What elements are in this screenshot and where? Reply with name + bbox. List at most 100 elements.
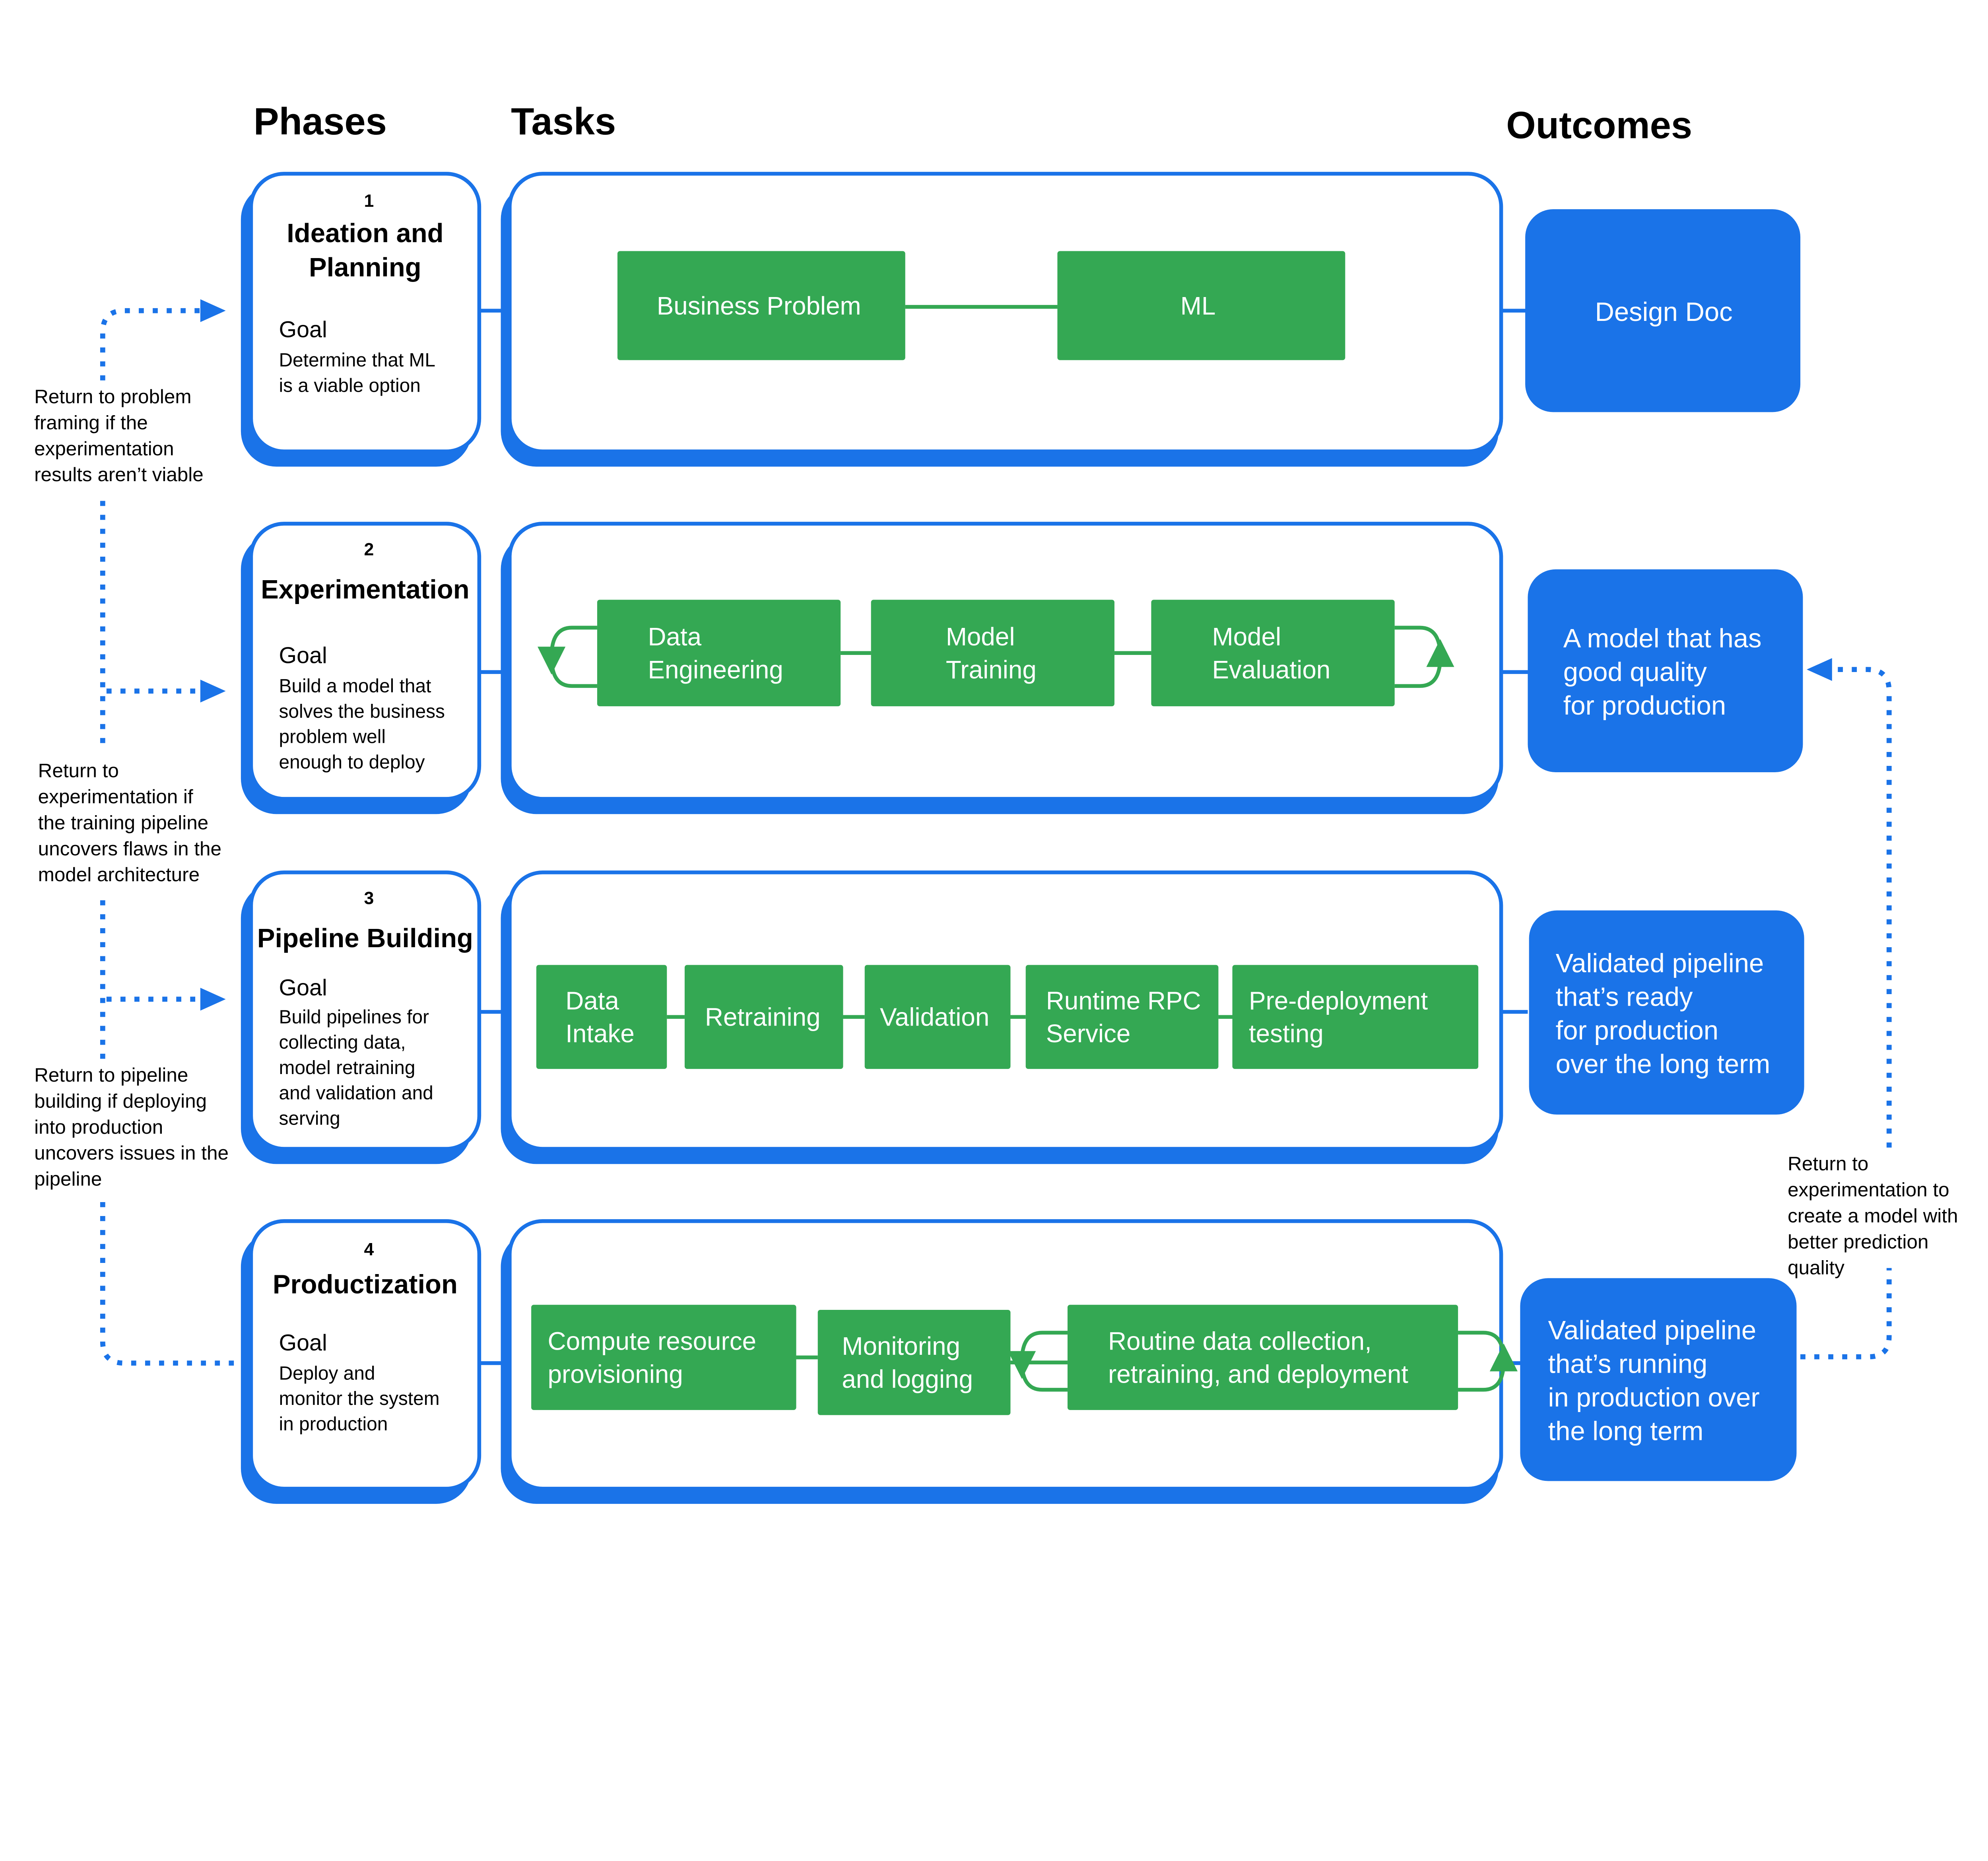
goal-text: and validation and — [279, 1083, 433, 1104]
task-box-bg — [1025, 965, 1219, 1069]
text-line: results aren’t viable — [34, 464, 204, 486]
phase-title: Productization — [273, 1270, 458, 1300]
text-line: uncovers flaws in the — [38, 838, 221, 860]
outcome-box-bg — [1528, 569, 1803, 772]
dotted-line — [1800, 1268, 1892, 1360]
text-line: experimentation if — [38, 786, 193, 808]
goal-label: Goal — [279, 643, 327, 668]
outcome-box-bg — [1525, 209, 1801, 412]
phase-number: 1 — [364, 191, 374, 211]
task-box-bg — [1151, 600, 1395, 707]
outcome-text: over the long term — [1556, 1049, 1771, 1079]
goal-label: Goal — [279, 1330, 327, 1356]
task-label: and logging — [842, 1365, 973, 1393]
dotted-arrow-phase1 — [100, 308, 203, 381]
outcome-text: Design Doc — [1595, 297, 1732, 327]
text-line: quality — [1788, 1257, 1844, 1279]
task-box: Business Problem — [617, 251, 905, 360]
text-line: building if deploying — [34, 1090, 207, 1112]
phase-title: Experimentation — [261, 575, 470, 604]
text-line: uncovers issues in the — [34, 1142, 229, 1164]
task-box: Monitoring and logging — [817, 1310, 1011, 1415]
goal-text: model retraining — [279, 1057, 415, 1078]
loop-arrow-down-icon — [538, 647, 566, 675]
text-line: Return to problem — [34, 386, 191, 408]
loop-arrow-up-icon — [1426, 639, 1454, 667]
task-box-bg — [536, 965, 667, 1069]
outcome-text: Validated pipeline — [1556, 948, 1764, 978]
task-box-bg — [684, 965, 843, 1069]
goal-text: Deploy and — [279, 1363, 375, 1384]
outcome-text: that’s running — [1548, 1349, 1707, 1379]
goal-text: Build pipelines for — [279, 1006, 429, 1028]
task-box-bg — [531, 1305, 796, 1410]
arrow-head-icon — [1807, 658, 1832, 681]
note-return-experimentation: Return to experimentation if the training … — [38, 760, 221, 886]
phase-title: Pipeline Building — [257, 923, 473, 953]
outcome-box-bg — [1529, 910, 1804, 1115]
task-label: Intake — [565, 1019, 635, 1048]
task-label: Evaluation — [1212, 655, 1330, 684]
outcome-text: for production — [1563, 691, 1726, 721]
phase-number: 4 — [364, 1240, 374, 1259]
task-box-bg — [617, 251, 905, 360]
outcome-box: Validated pipeline that’s ready for produc… — [1529, 910, 1804, 1115]
task-label: Monitoring — [842, 1332, 960, 1360]
text-line: experimentation — [34, 438, 174, 460]
phase-number: 2 — [364, 540, 374, 559]
task-label: Retraining — [705, 1003, 821, 1032]
outcome-text: A model that has — [1563, 624, 1762, 653]
text-line: framing if the — [34, 412, 148, 433]
outcome-text: that’s ready — [1556, 982, 1693, 1012]
loop-arrow-down-icon — [1008, 1351, 1036, 1379]
task-box: Routine data collection,retraining, and … — [1067, 1305, 1458, 1410]
arrow-head-icon — [200, 299, 226, 322]
outcome-text: Validated pipeline — [1548, 1315, 1756, 1345]
task-label: Model — [1212, 622, 1281, 651]
goal-label: Goal — [279, 975, 327, 1000]
text-line: pipeline — [34, 1168, 102, 1190]
task-box-bg — [817, 1310, 1011, 1415]
task-label: retraining, and deployment — [1108, 1360, 1408, 1388]
goal-text: Determine that ML — [279, 350, 435, 371]
outcome-text: good quality — [1563, 657, 1707, 687]
outcome-text: for production — [1556, 1016, 1718, 1045]
text-line: the training pipeline — [38, 812, 209, 833]
outcome-text: in production over — [1548, 1383, 1759, 1412]
goal-text: Build a model that — [279, 676, 431, 697]
task-box-bg — [597, 600, 841, 707]
outcome-box: Design Doc — [1525, 209, 1801, 412]
dotted-line-from-phase4 — [100, 1202, 239, 1366]
task-panel — [508, 172, 1503, 453]
outcome-box: Validated pipeline that’s running in produ… — [1520, 1278, 1797, 1481]
phase-card — [249, 522, 481, 801]
outcome-box-bg — [1520, 1278, 1797, 1481]
loop-arrow-up-icon — [1489, 1343, 1518, 1371]
text-line: Return to — [1788, 1153, 1868, 1175]
phase-number: 3 — [364, 889, 374, 908]
return-arrows-left — [100, 299, 239, 1366]
outcome-text: the long term — [1548, 1416, 1703, 1446]
goal-text: monitor the system — [279, 1388, 440, 1409]
phase-card — [249, 1219, 481, 1491]
task-box-bg — [864, 965, 1011, 1069]
outcomes-header: Outcomes — [1506, 104, 1692, 147]
task-label: Validation — [880, 1003, 989, 1032]
task-box-bg — [1067, 1305, 1458, 1410]
goal-text: is a viable option — [279, 375, 421, 396]
task-label: Training — [946, 655, 1037, 684]
task-label: ML — [1180, 291, 1216, 320]
text-line: Return to — [38, 760, 119, 782]
goal-text: serving — [279, 1108, 340, 1129]
